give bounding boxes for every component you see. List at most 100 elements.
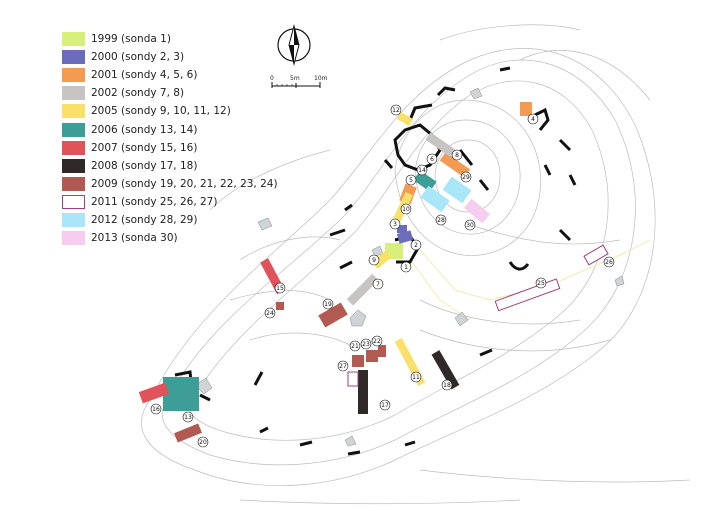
trench-14 <box>413 170 437 192</box>
trench-16 <box>138 382 170 404</box>
trench-26 <box>583 244 609 266</box>
trench-25 <box>494 278 561 312</box>
trench-label: 2 <box>414 242 418 249</box>
legend-label: 2013 (sonda 30) <box>91 232 178 245</box>
legend-label: 2006 (sondy 13, 14) <box>91 123 198 136</box>
trench-label: 9 <box>372 257 376 264</box>
legend-label: 2000 (sondy 2, 3) <box>91 51 185 64</box>
trench-7 <box>346 273 379 306</box>
legend-label: 2012 (sondy 28, 29) <box>91 213 198 226</box>
legend-item: 2000 (sondy 2, 3) <box>62 48 278 66</box>
legend-label: 2005 (sondy 9, 10, 11, 12) <box>91 105 231 118</box>
trench-label: 24 <box>266 310 274 317</box>
legend-swatch <box>62 194 85 209</box>
trench-label: 18 <box>443 382 451 389</box>
trench-20 <box>174 423 202 443</box>
trench-label: 26 <box>605 259 613 266</box>
trench-label: 22 <box>373 338 381 345</box>
trench-28 <box>420 185 450 213</box>
trench-label: 1 <box>404 264 408 271</box>
trench-label: 4 <box>531 116 535 123</box>
trench-label: 16 <box>152 406 160 413</box>
legend-item: 2001 (sondy 4, 5, 6) <box>62 66 278 84</box>
legend-item: 2013 (sonda 30) <box>62 229 278 247</box>
trench-2 <box>396 230 414 244</box>
trench-number-labels: 1 2 3 4 5 6 7 8 9 10 11 12 13 14 15 16 1… <box>152 107 613 446</box>
legend-item: 2012 (sondy 28, 29) <box>62 211 278 229</box>
rock-outcrops <box>194 87 625 447</box>
trench-24 <box>276 302 284 310</box>
trench-label: 5 <box>409 177 413 184</box>
trench-17 <box>358 370 368 414</box>
trench-label: 14 <box>418 167 426 174</box>
legend-swatch <box>62 158 85 173</box>
scale-label-10m: 10m <box>314 75 328 82</box>
legend-item: 2007 (sondy 15, 16) <box>62 139 278 157</box>
trench-3 <box>397 225 407 233</box>
trench-label: 23 <box>362 341 370 348</box>
trench-label: 29 <box>462 174 470 181</box>
trench-label: 8 <box>455 152 459 159</box>
scale-bar: 0 5m 10m <box>270 75 328 88</box>
legend-item: 2008 (sondy 17, 18) <box>62 157 278 175</box>
contour-lines <box>141 24 691 505</box>
legend-swatch <box>62 176 85 191</box>
trench-label: 30 <box>466 222 474 229</box>
trench-label: 19 <box>324 301 332 308</box>
trench-label: 15 <box>276 285 284 292</box>
trench-23 <box>378 345 386 357</box>
trench-27 <box>347 371 359 387</box>
legend-item: 2006 (sondy 13, 14) <box>62 120 278 138</box>
trench-6 <box>439 152 471 178</box>
trench-number-markers <box>150 104 615 448</box>
legend: 1999 (sonda 1) 2000 (sondy 2, 3) 2001 (s… <box>62 30 278 247</box>
legend-label: 2011 (sondy 25, 26, 27) <box>91 195 218 208</box>
legend-swatch <box>62 231 85 246</box>
trench-label: 20 <box>199 439 207 446</box>
north-arrow-icon <box>277 24 311 66</box>
trench-13 <box>163 377 199 411</box>
trench-21 <box>352 355 364 367</box>
legend-swatch <box>62 86 85 101</box>
legend-item: 2009 (sondy 19, 20, 21, 22, 23, 24) <box>62 175 278 193</box>
trench-8 <box>425 132 456 157</box>
trench-30 <box>463 198 491 224</box>
trench-4 <box>520 102 532 116</box>
legend-label: 1999 (sonda 1) <box>91 33 171 46</box>
legend-label: 2007 (sondy 15, 16) <box>91 141 198 154</box>
trench-12 <box>396 112 414 126</box>
legend-swatch <box>62 122 85 137</box>
legend-label: 2009 (sondy 19, 20, 21, 22, 23, 24) <box>91 177 278 190</box>
trench-18 <box>431 350 460 390</box>
legend-swatch <box>62 140 85 155</box>
access-paths <box>411 239 651 321</box>
trench-label: 10 <box>402 206 410 213</box>
trench-label: 11 <box>412 374 420 381</box>
trench-label: 12 <box>392 107 400 114</box>
trench-label: 27 <box>339 363 347 370</box>
trench-label: 21 <box>351 343 359 350</box>
legend-label: 2008 (sondy 17, 18) <box>91 159 198 172</box>
trench-label: 28 <box>437 217 445 224</box>
legend-item: 2011 (sondy 25, 26, 27) <box>62 193 278 211</box>
legend-label: 2002 (sondy 7, 8) <box>91 87 185 100</box>
trench-label: 6 <box>430 156 434 163</box>
legend-swatch <box>62 104 85 119</box>
trench-label: 13 <box>184 414 192 421</box>
trench-label: 25 <box>537 280 545 287</box>
legend-item: 1999 (sonda 1) <box>62 30 278 48</box>
legend-swatch <box>62 212 85 227</box>
legend-swatch <box>62 50 85 65</box>
trench-label: 3 <box>393 221 397 228</box>
trench-label: 17 <box>381 402 389 409</box>
legend-swatch <box>62 32 85 47</box>
legend-item: 2002 (sondy 7, 8) <box>62 84 278 102</box>
trench-label: 7 <box>376 281 380 288</box>
trench-19 <box>318 302 348 328</box>
trench-29 <box>442 176 472 204</box>
legend-swatch <box>62 68 85 83</box>
scale-label-5m: 5m <box>290 75 300 82</box>
legend-label: 2001 (sondy 4, 5, 6) <box>91 69 198 82</box>
trench-22 <box>366 350 378 362</box>
